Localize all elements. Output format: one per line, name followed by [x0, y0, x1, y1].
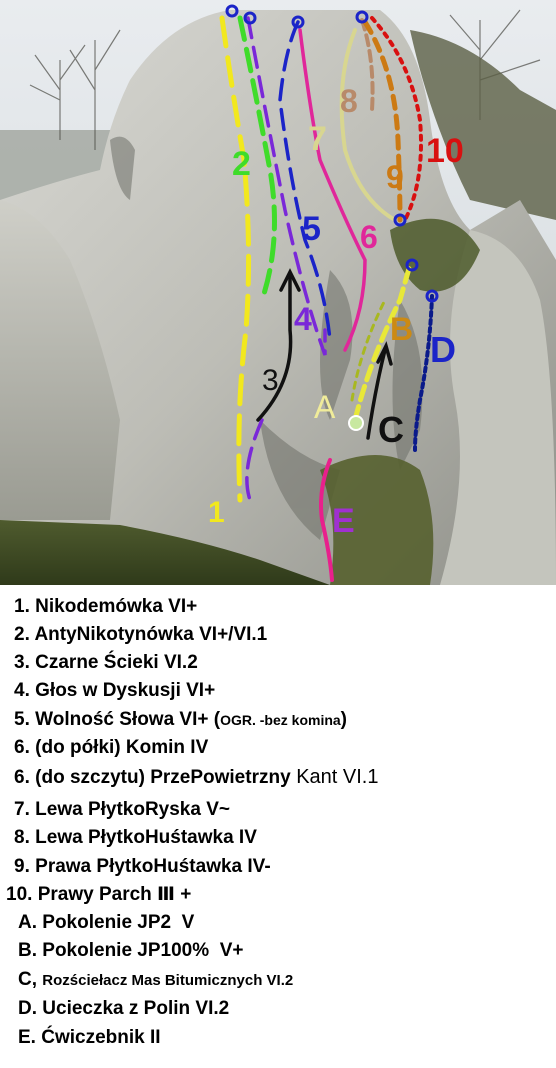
legend-item-C: C, Rozściełacz Mas Bitumicznych VI.2 [18, 969, 294, 990]
legend-item-6a: 6. (do półki) Komin IV [14, 737, 209, 758]
right-rock-pillar [440, 230, 556, 585]
legend-item-7: 7. Lewa PłytkoRyska V~ [14, 799, 231, 820]
anchor-7 [355, 10, 369, 24]
label-route-D: D [430, 329, 456, 370]
route-7-line [339, 28, 397, 222]
label-route-6: 6 [360, 219, 378, 255]
route-E-line [319, 458, 334, 582]
legend-item-B: B. Pokolenie JP100% V+ [18, 940, 244, 961]
anchor-2 [243, 11, 257, 25]
label-route-E: E [332, 502, 355, 540]
route-5-line [278, 20, 332, 342]
legend-item-10: 10. Prawy Parch Ⅲ + [6, 884, 192, 905]
legend-item-8: 8. Lewa PłytkoHuśtawka IV [14, 827, 257, 848]
legend-item-1: 1. Nikodemówka VI+ [14, 596, 198, 617]
route-2-line [237, 15, 277, 303]
label-route-2: 2 [232, 145, 251, 183]
label-route-3: 3 [262, 364, 279, 397]
label-route-A: A [314, 389, 336, 425]
route-8-line [360, 18, 375, 112]
left-rock-block [0, 200, 120, 520]
grass-ground [0, 520, 330, 585]
legend-item-9: 9. Prawa PłytkoHuśtawka IV- [14, 856, 271, 877]
foliage-top-right [410, 30, 556, 220]
route-10-line [370, 16, 423, 222]
topo-photo: 1 2 3 4 5 6 7 8 9 10 A B C D E [0, 0, 556, 585]
label-route-9: 9 [386, 159, 404, 195]
label-route-7: 7 [308, 120, 327, 158]
label-route-C: C [378, 409, 404, 450]
legend-item-5: 5. Wolność Słowa VI+ (OGR. -bez komina) [14, 709, 347, 730]
label-route-10: 10 [426, 132, 464, 170]
route-1-line [219, 15, 252, 503]
route-C-arrow [376, 341, 393, 366]
legend-item-4: 4. Głos w Dyskusji VI+ [14, 680, 216, 701]
start-point-A [348, 415, 364, 431]
route-4-line [245, 16, 327, 502]
legend-item-5-note: OGR. -bez komina [220, 712, 341, 728]
route-D-line [413, 294, 434, 452]
legend-item-3: 3. Czarne Ścieki VI.2 [14, 652, 198, 673]
route-3-line [256, 273, 293, 422]
label-route-8: 8 [340, 83, 358, 119]
label-route-4: 4 [294, 301, 312, 337]
legend-item-2: 2. AntyNikotynówka VI+/VI.1 [14, 624, 268, 645]
label-route-5: 5 [302, 210, 321, 248]
route-legend: 1. Nikodemówka VI+ 2. AntyNikotynówka VI… [0, 585, 556, 1068]
legend-item-6b: 6. (do szczytu) PrzePowietrzny Kant VI.1 [14, 766, 379, 788]
route-A-line-2 [350, 298, 387, 402]
route-C-line [366, 348, 387, 440]
topo-drawing: 1 2 3 4 5 6 7 8 9 10 A B C D E [0, 0, 556, 585]
legend-item-A: A. Pokolenie JP2 V [18, 912, 195, 933]
anchor-D [425, 289, 439, 303]
route-9-line [362, 19, 403, 223]
anchors [225, 4, 439, 303]
anchor-5 [291, 15, 305, 29]
route-3-arrow [279, 268, 301, 292]
route-6-line [298, 28, 367, 352]
legend-item-D: D. Ucieczka z Polin VI.2 [18, 998, 230, 1019]
legend-item-E: E. Ćwiczebnik II [18, 1027, 161, 1048]
anchor-1 [225, 4, 239, 18]
bush-mid-right [390, 218, 480, 292]
label-route-B: B [390, 311, 413, 347]
label-route-1: 1 [208, 496, 225, 529]
anchor-6 [393, 213, 407, 227]
anchor-B [405, 258, 419, 272]
route-A-line [352, 262, 413, 423]
bush-center [320, 455, 434, 585]
